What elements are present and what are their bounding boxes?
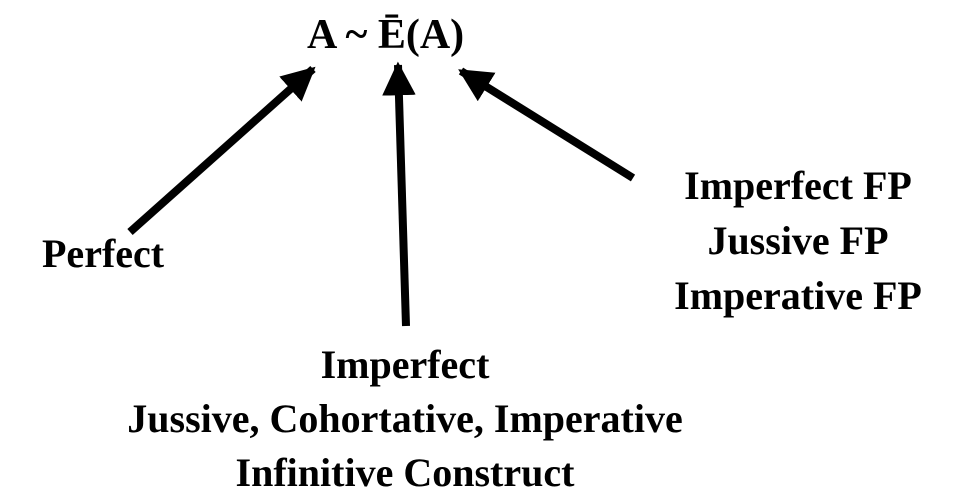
- perfect-label: Perfect: [42, 231, 165, 276]
- bottom-label-imperfect: Imperfect: [320, 342, 490, 387]
- bottom-label-infinitive-construct: Infinitive Construct: [235, 450, 575, 495]
- right-label-imperfect-fp: Imperfect FP: [684, 163, 912, 208]
- right-label-imperative-fp: Imperative FP: [674, 273, 922, 318]
- right-label-group: Imperfect FP Jussive FP Imperative FP: [648, 158, 948, 323]
- right-label-jussive-fp: Jussive FP: [707, 218, 889, 263]
- left-arrow: [127, 66, 316, 235]
- bottom-label-jussive-cohortative-imperative: Jussive, Cohortative, Imperative: [127, 396, 683, 441]
- bottom-label-group: Imperfect Jussive, Cohortative, Imperati…: [70, 338, 740, 500]
- center-arrow: [382, 61, 416, 327]
- right-arrow: [458, 67, 636, 182]
- formula-label: A ~ Ē(A): [307, 12, 465, 58]
